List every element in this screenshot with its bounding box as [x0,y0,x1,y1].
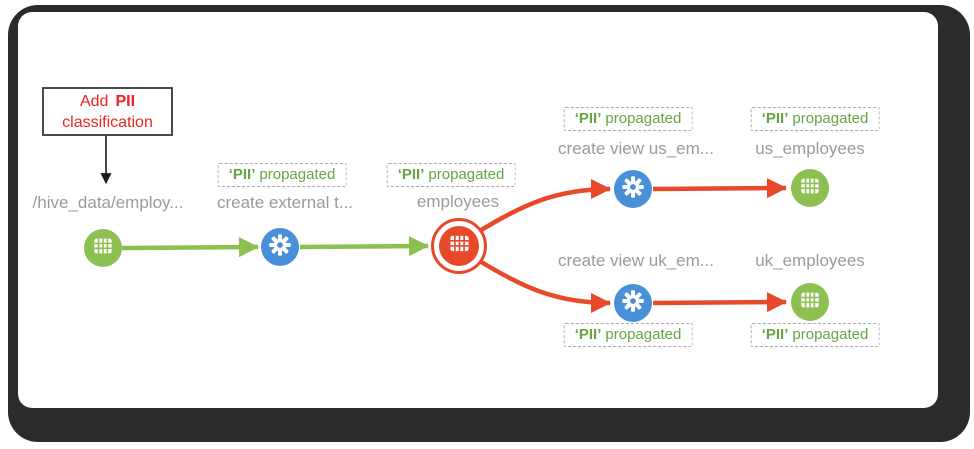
gear-icon [621,175,645,204]
pii-badge-suffix: propagated [792,326,869,343]
annotation-line2: classification [62,113,153,131]
lineage-node-employees[interactable] [431,218,487,274]
label-create-view-us: create view us_em... [558,139,714,158]
table-icon [799,175,821,202]
annotation-callout: Add PII classification [42,87,173,136]
pii-badge-employees: ‘PII’propagated [386,163,516,187]
label-create-view-uk: create view uk_em... [558,251,714,270]
annotation-prefix: Add [79,92,109,110]
pii-badge-create-view-us: ‘PII’propagated [563,107,693,131]
lineage-node-employees-inner [439,226,479,266]
pii-badge-tag: ‘PII’ [761,110,789,127]
table-icon [92,235,114,262]
pii-badge-tag: ‘PII’ [574,110,602,127]
label-hdfs-path: /hive_data/employ... [32,193,184,212]
lineage-node-hdfs-path[interactable] [84,229,122,267]
gear-icon [621,289,645,318]
pii-badge-tag: ‘PII’ [574,326,602,343]
annotation-pii-tag: PII [115,92,136,110]
gear-icon [268,233,292,262]
pii-badge-tag: ‘PII’ [228,166,256,183]
pii-badge-create-view-uk: ‘PII’propagated [563,323,693,347]
label-create-external-table: create external t... [216,193,354,212]
label-us-employees: us_employees [755,139,865,158]
label-employees: employees [416,192,500,211]
table-icon [799,289,821,316]
pii-badge-us-employees: ‘PII’propagated [750,107,880,131]
pii-badge-suffix: propagated [259,166,336,183]
pii-badge-suffix: propagated [605,110,682,127]
lineage-node-create-view-uk[interactable] [614,284,652,322]
pii-badge-tag: ‘PII’ [397,166,425,183]
pii-badge-create-external: ‘PII’propagated [217,163,347,187]
label-uk-employees: uk_employees [755,251,865,270]
annotation-line1: Add PII [80,91,135,112]
pii-badge-uk-employees: ‘PII’propagated [750,323,880,347]
table-icon [448,232,471,260]
pii-badge-suffix: propagated [428,166,505,183]
pii-badge-suffix: propagated [792,110,869,127]
lineage-node-uk-employees[interactable] [791,283,829,321]
lineage-node-create-view-us[interactable] [614,170,652,208]
pii-badge-tag: ‘PII’ [761,326,789,343]
pii-badge-suffix: propagated [605,326,682,343]
lineage-node-us-employees[interactable] [791,169,829,207]
lineage-node-create-external-table[interactable] [261,228,299,266]
